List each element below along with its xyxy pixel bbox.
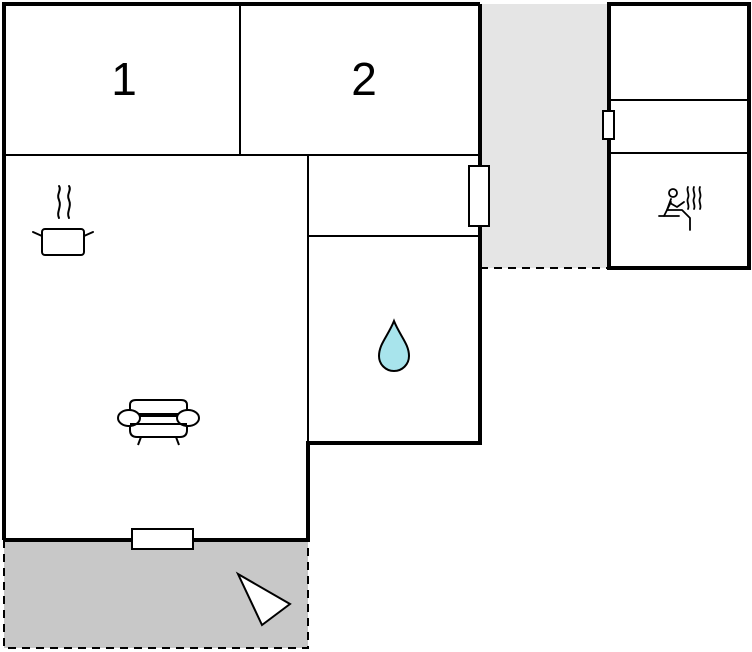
room-label-1: 1 <box>111 53 137 105</box>
water-drop-icon <box>377 318 411 372</box>
sauna-icon <box>658 186 702 231</box>
door-hallway-bath <box>468 165 490 227</box>
sofa-icon <box>117 399 200 446</box>
door-living-terrace <box>131 528 194 550</box>
cooking-pot-icon <box>32 185 94 256</box>
compass-north-icon <box>235 571 292 627</box>
door-hallway-sauna <box>602 110 615 140</box>
room-label-2: 2 <box>351 53 377 105</box>
hallway <box>480 4 609 269</box>
inner-walls <box>4 4 749 443</box>
doors <box>131 110 615 550</box>
